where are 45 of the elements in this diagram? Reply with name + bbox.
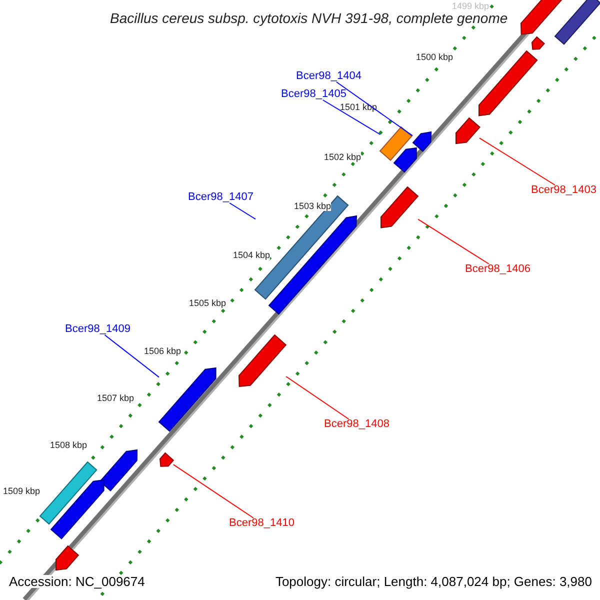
- gene-feature: [56, 546, 79, 570]
- gene-feature: [456, 118, 480, 144]
- scale-label: 1500 kbp: [416, 53, 454, 62]
- gene-label: Bcer98_1404: [296, 71, 362, 82]
- accession-text: Accession: NC_009674: [9, 575, 145, 588]
- leader-line: [104, 334, 160, 378]
- scale-label: 1502 kbp: [324, 153, 362, 162]
- gene-feature: [381, 187, 418, 228]
- scale-label: 1503 kbp: [294, 202, 332, 211]
- map-title: Bacillus cereus subsp. cytotoxis NVH 391-98, complete genome: [110, 11, 508, 25]
- scale-label: 1506 kbp: [144, 347, 182, 356]
- gene-bar: [555, 0, 600, 45]
- gene-feature: [100, 450, 137, 491]
- gene-label: Bcer98_1405: [281, 89, 346, 100]
- gene-label: Bcer98_1403: [531, 185, 596, 196]
- leader-line: [229, 202, 256, 220]
- gene-feature: [268, 216, 356, 314]
- gene-feature: [50, 480, 104, 539]
- leader-line: [286, 376, 350, 420]
- gene-feature: [521, 0, 564, 35]
- scale-label: 1504 kbp: [233, 251, 270, 260]
- leader-line: [322, 100, 381, 135]
- gene-label: Bcer98_1410: [229, 518, 294, 529]
- gene-feature: [478, 51, 537, 116]
- genome-summary-text: Topology: circular; Length: 4,087,024 bp; Genes: 3,980: [275, 575, 592, 588]
- gene-bar: [380, 127, 412, 161]
- gene-feature: [239, 334, 286, 386]
- leader-line: [479, 138, 556, 186]
- scale-label: 1509 kbp: [3, 487, 40, 496]
- gene-label: Bcer98_1407: [188, 192, 254, 203]
- gene-feature: [160, 453, 174, 467]
- gene-label: Bcer98_1408: [324, 419, 390, 430]
- gene-label: Bcer98_1406: [465, 264, 530, 275]
- leader-line: [336, 82, 413, 136]
- gene-feature: [158, 368, 216, 431]
- leader-line: [418, 218, 490, 264]
- leader-line: [172, 464, 254, 518]
- scale-label: 1508 kbp: [50, 441, 88, 450]
- scale-label: 1507 kbp: [97, 394, 134, 403]
- gene-feature: [394, 148, 417, 172]
- scale-label: 1499 kbp: [452, 2, 490, 11]
- scale-label: 1505 kbp: [189, 299, 226, 308]
- gene-bar: [40, 462, 96, 524]
- gene-bar: [255, 196, 349, 300]
- gene-label: Bcer98_1409: [65, 324, 130, 335]
